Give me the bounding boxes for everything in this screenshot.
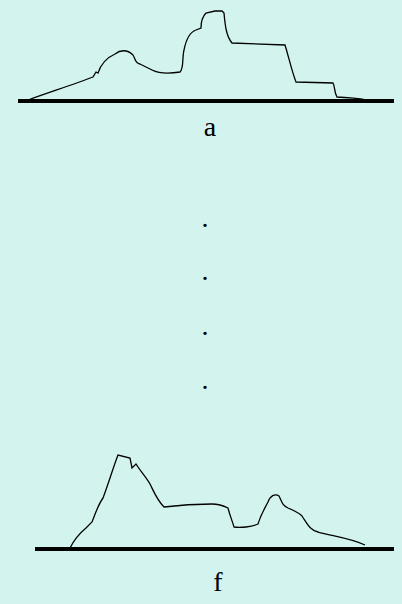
- ellipsis-dot: .: [202, 257, 209, 285]
- baseline: [18, 99, 394, 103]
- baseline: [35, 547, 394, 551]
- profile-curve: [28, 11, 370, 101]
- ellipsis-dot: .: [202, 312, 209, 340]
- panel-letter: a: [204, 113, 216, 141]
- ellipsis-dot: .: [202, 366, 209, 394]
- ellipsis-dot: .: [202, 204, 209, 232]
- panel-letter: f: [213, 568, 222, 596]
- profile-curve: [70, 455, 365, 548]
